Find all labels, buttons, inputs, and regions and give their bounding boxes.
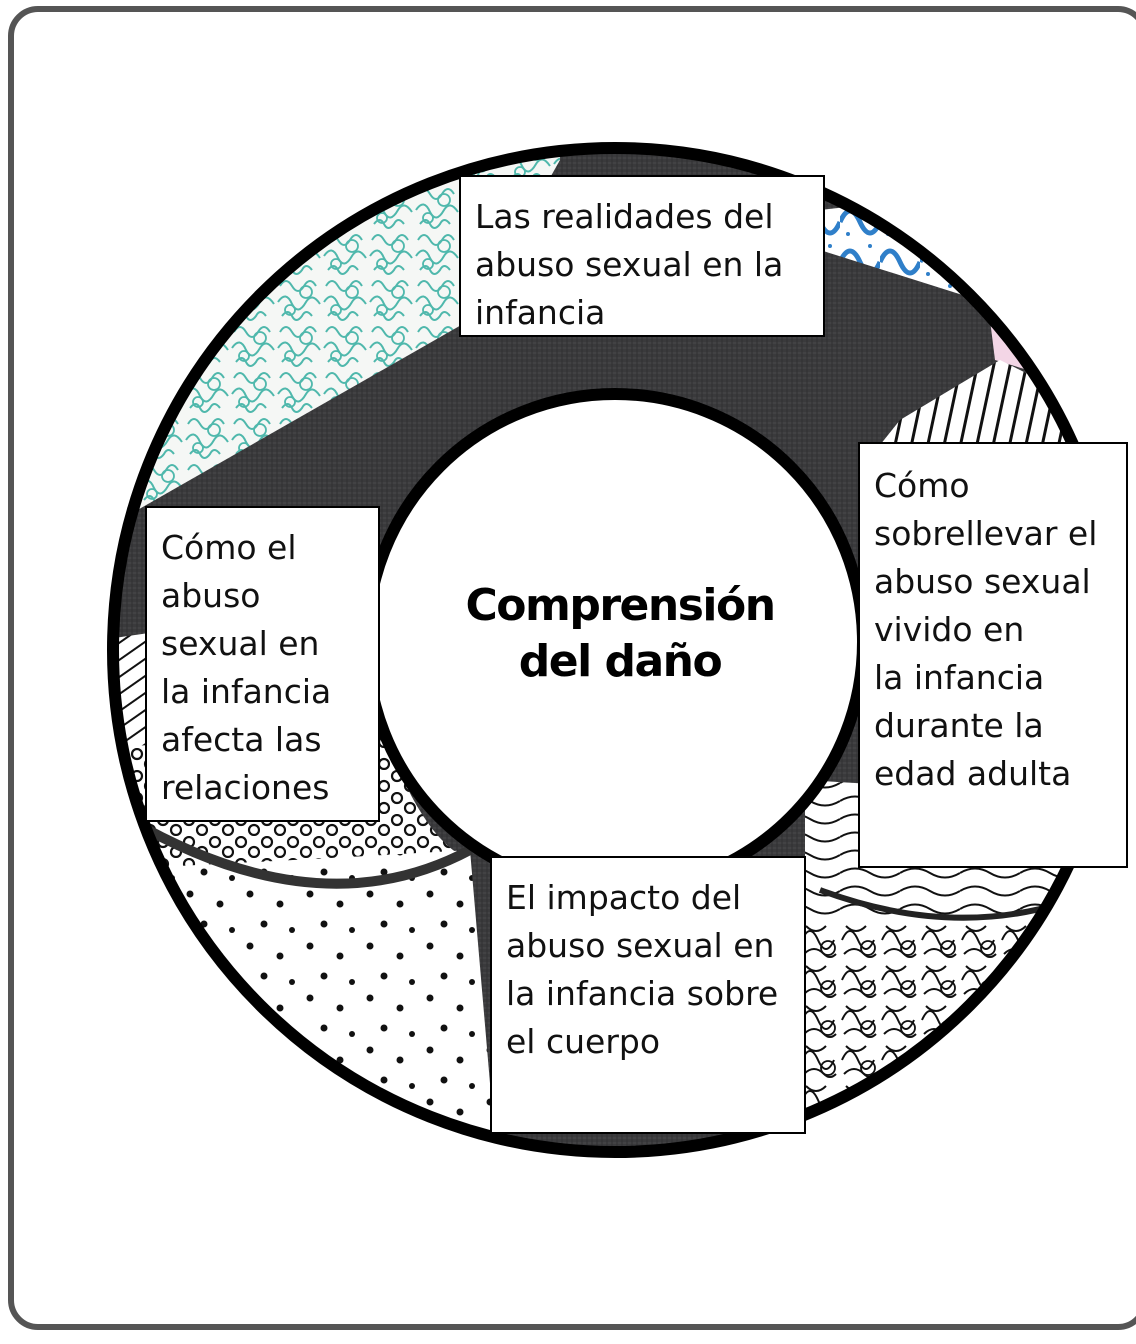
label-coping-adulthood: Cómo sobrellevar el abuso sexual vivido … [858, 442, 1128, 868]
center-title: Comprensión del daño [465, 580, 776, 687]
label-body-impact: El impacto del abuso sexual en la infanc… [490, 856, 806, 1134]
label-relationships: Cómo el abuso sexual en la infancia afec… [145, 506, 380, 822]
label-realities: Las realidades del abuso sexual en la in… [459, 175, 825, 337]
